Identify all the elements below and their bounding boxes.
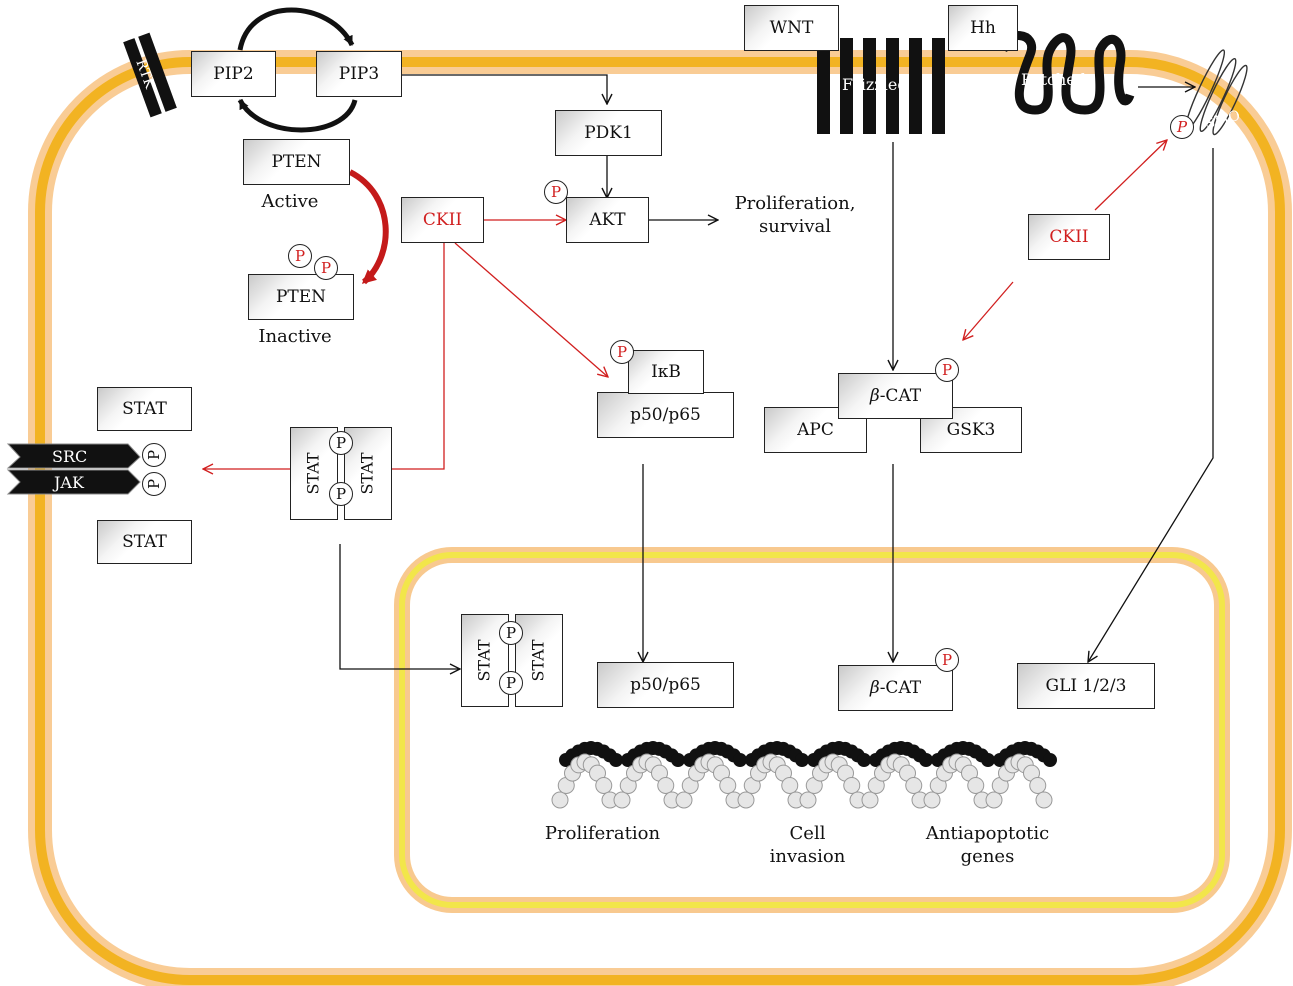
dna-strand-bead <box>609 753 623 767</box>
ckii-to-stat-line <box>392 243 445 470</box>
dna-strand-bead <box>795 753 809 767</box>
smo-to-gli-arrow <box>1088 148 1214 662</box>
pten-inactivation-arrow <box>348 169 389 285</box>
dna-backbone-bead <box>799 791 817 809</box>
dna-helix <box>551 741 1057 809</box>
pip3-to-pdk1-arrow <box>402 74 607 104</box>
dna-strand-bead <box>671 753 685 767</box>
ckii-to-bcat-arrow <box>963 281 1014 340</box>
dna-backbone-bead <box>905 776 923 794</box>
bcat-nuc-box: β-CAT <box>838 665 953 711</box>
smo-phospho: P <box>1170 115 1194 139</box>
dna-backbone-bead <box>843 776 861 794</box>
dna-backbone-bead <box>1029 776 1047 794</box>
pip2-to-pip3-arc <box>237 7 355 51</box>
dna-backbone-bead <box>781 776 799 794</box>
dna-strand-bead <box>1043 753 1057 767</box>
stat-dimer-b-label: STAT <box>357 452 377 495</box>
pten-inactive-box: PTEN <box>248 274 354 320</box>
ckii-to-ikb-arrow <box>454 242 608 377</box>
bcat-cyto-phospho: P <box>935 358 959 382</box>
nuclear-membrane-inner <box>399 552 1225 908</box>
bcat-nuc-phospho: P <box>935 648 959 672</box>
dna-backbone-bead <box>657 776 675 794</box>
p50p65-cyto-box: p50/p65 <box>597 392 734 438</box>
stat-nuc-phospho-2: P <box>499 671 523 695</box>
wnt-ligand: WNT <box>744 5 839 51</box>
stat-top-box: STAT <box>97 387 192 431</box>
stat-dimer-b-box <box>344 427 392 520</box>
stat-nuc-b-box <box>515 614 563 707</box>
cell-membrane-inner <box>35 57 1285 985</box>
bcat-cyto-box: β-CAT <box>838 373 953 419</box>
inactive-label: Inactive <box>258 326 332 347</box>
src-label: SRC <box>52 447 88 466</box>
patched-receptor <box>1003 31 1135 115</box>
akt-phospho: P <box>544 180 568 204</box>
dna-backbone-bead <box>595 776 613 794</box>
jak-label: JAK <box>54 473 84 492</box>
pip3-to-pip2-arc <box>237 98 358 133</box>
pip2-box: PIP2 <box>191 51 276 97</box>
stat-dimer-phospho-2: P <box>329 482 353 506</box>
dna-backbone-bead <box>967 776 985 794</box>
frizzled-label: Frizzled <box>842 75 908 94</box>
rtk-receptor <box>123 32 177 118</box>
stat-dimer-a-label: STAT <box>303 452 323 495</box>
proliferation-survival-label: Proliferation, survival <box>734 193 856 237</box>
stat-bottom-box: STAT <box>97 520 192 564</box>
proliferation-label: Proliferation <box>544 823 661 844</box>
srcjak-receptor <box>6 443 141 495</box>
antiapoptotic-label: Antiapoptotic genes <box>925 823 1050 867</box>
ckii-right-box: CKII <box>1028 214 1110 260</box>
dna-backbone-bead <box>985 791 1003 809</box>
stat-nuc-phospho-1: P <box>499 621 523 645</box>
ikb-phospho: P <box>610 340 634 364</box>
dna-backbone-bead <box>861 791 879 809</box>
stat-translocation-arrow <box>339 544 460 669</box>
ckii-to-smo-arrow <box>1094 140 1167 211</box>
frizzled-receptor <box>817 38 945 134</box>
active-label: Active <box>261 191 319 212</box>
dna-backbone-bead <box>923 791 941 809</box>
dna-backbone-bead <box>613 791 631 809</box>
p50p65-nuc-box: p50/p65 <box>597 662 734 708</box>
stat-nuc-a-label: STAT <box>474 639 494 682</box>
stat-dimer-phospho-1: P <box>329 431 353 455</box>
hh-ligand: Hh <box>948 5 1018 51</box>
dna-strand-bead <box>919 753 933 767</box>
ikb-box: IκB <box>628 350 704 394</box>
dna-backbone-bead <box>737 791 755 809</box>
pten-phospho-2: P <box>314 256 338 280</box>
dna-backbone-bead <box>719 776 737 794</box>
stat-nuc-b-label: STAT <box>528 639 548 682</box>
pip3-box: PIP3 <box>316 51 402 97</box>
dna-backbone-bead <box>1035 791 1053 809</box>
gli-box: GLI 1/2/3 <box>1017 663 1155 709</box>
dna-strand-bead <box>857 753 871 767</box>
pdk1-box: PDK1 <box>555 110 662 156</box>
akt-box: AKT <box>566 197 649 243</box>
dna-backbone-bead <box>675 791 693 809</box>
srcjak-phospho-1: P <box>142 443 166 467</box>
ckii-left-box: CKII <box>401 197 484 243</box>
pten-phospho-1: P <box>288 244 312 268</box>
srcjak-phospho-2: P <box>142 472 166 496</box>
cell-invasion-label: Cell invasion <box>769 823 846 867</box>
dna-backbone-bead <box>551 791 569 809</box>
dna-strand-bead <box>981 753 995 767</box>
patched-label: Patched <box>1021 70 1086 89</box>
dna-strand-bead <box>733 753 747 767</box>
pten-active-box: PTEN <box>243 139 350 185</box>
